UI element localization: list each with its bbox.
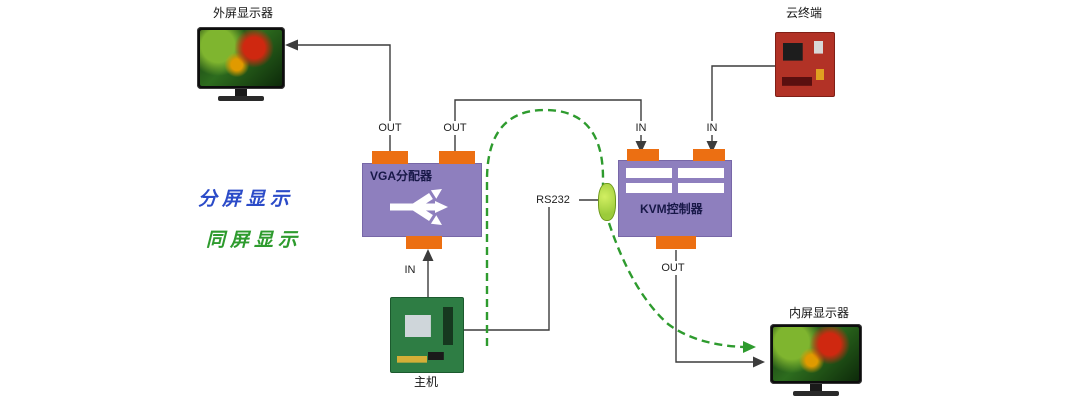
kvm-controller-box: KVM控制器 <box>618 149 732 249</box>
wire-kvm-to-int-monitor <box>675 250 757 363</box>
vga-out-right-label: OUT <box>437 121 473 135</box>
kvm-slot <box>626 183 672 193</box>
monitor-frame <box>197 27 285 89</box>
kvm-slot <box>678 183 724 193</box>
green-dashed-path <box>485 108 745 349</box>
host-label: 主机 <box>413 375 438 389</box>
wire-host-to-rs232 <box>462 207 550 331</box>
monitor-neck <box>235 89 247 96</box>
black-arrowheads <box>285 39 765 368</box>
kvm-out-label: OUT <box>655 261 691 275</box>
monitor-screen <box>773 327 859 381</box>
vga-out-left-connector <box>372 151 408 164</box>
vga-splitter-title: VGA分配器 <box>370 169 433 183</box>
wire-vga-to-kvm <box>454 99 642 151</box>
kvm-slot <box>626 168 672 178</box>
wire-vga-to-ext-monitor <box>297 44 391 151</box>
same-display-text: 同屏显示 <box>206 230 303 251</box>
vga-in-label: IN <box>396 263 424 277</box>
internal-monitor <box>770 324 862 396</box>
cloud-terminal-board <box>775 32 835 97</box>
kvm-in-left-label: IN <box>626 121 656 135</box>
wire-cloud-to-kvm <box>711 65 775 146</box>
vga-in-connector <box>406 236 442 249</box>
internal-monitor-label: 内屏显示器 <box>788 306 849 320</box>
monitor-screen <box>200 30 282 86</box>
kvm-out-connector <box>656 236 696 249</box>
green-arrowhead <box>743 341 756 353</box>
rs232-port <box>598 183 616 221</box>
split-arrow-icon <box>390 189 448 225</box>
monitor-neck <box>810 384 822 391</box>
host-board <box>390 297 464 373</box>
cloud-terminal-label: 云终端 <box>785 6 822 20</box>
external-monitor-label: 外屏显示器 <box>212 6 273 20</box>
kvm-controller-title: KVM控制器 <box>640 202 703 216</box>
monitor-base <box>793 391 839 396</box>
rs232-label: RS232 <box>527 193 579 207</box>
vga-splitter-box: VGA分配器 <box>362 151 482 249</box>
kvm-slot <box>678 168 724 178</box>
monitor-base <box>218 96 264 101</box>
kvm-in-right-connector <box>693 149 725 161</box>
kvm-in-left-connector <box>627 149 659 161</box>
vga-out-right-connector <box>439 151 475 164</box>
split-display-text: 分屏显示 <box>198 189 295 210</box>
monitor-frame <box>770 324 862 384</box>
kvm-in-right-label: IN <box>697 121 727 135</box>
vga-out-left-label: OUT <box>372 121 408 135</box>
external-monitor <box>197 27 285 101</box>
